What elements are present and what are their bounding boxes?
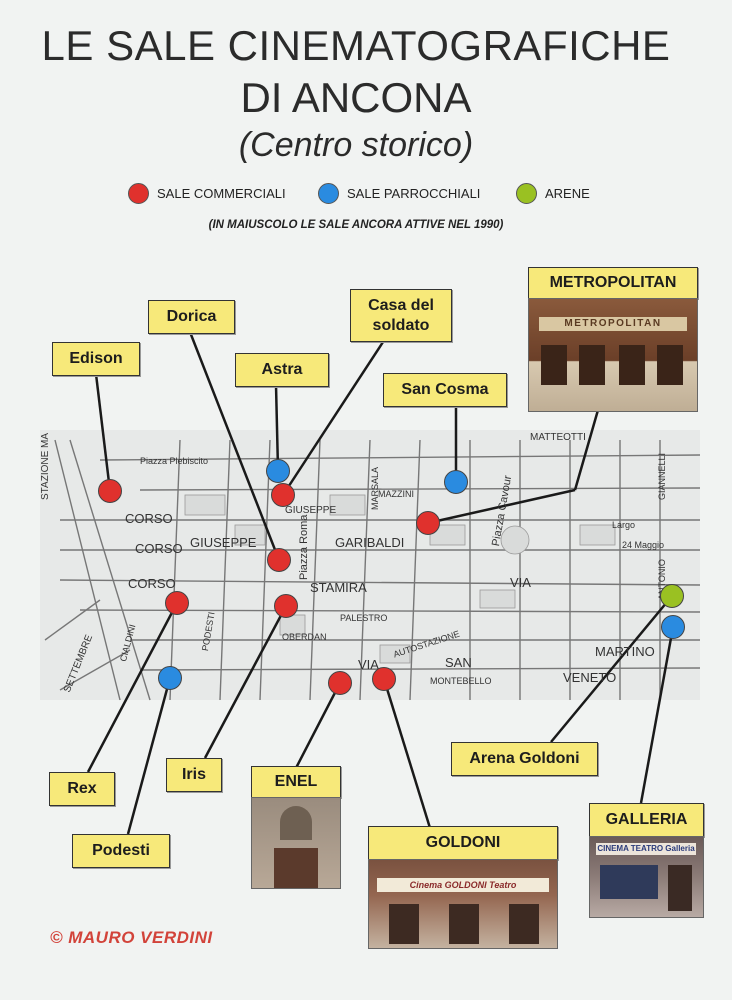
street-label: Piazza Plebiscito bbox=[140, 456, 209, 466]
marker-galleria[interactable] bbox=[661, 615, 685, 639]
street-label: MATTEOTTI bbox=[530, 432, 586, 443]
street-label: Largo bbox=[612, 520, 636, 530]
street-label: GARIBALDI bbox=[335, 535, 405, 550]
enel-photo bbox=[251, 797, 341, 889]
marker-edison[interactable] bbox=[98, 479, 122, 503]
legend-commercial: SALE COMMERCIALI bbox=[128, 183, 286, 204]
label-san-cosma[interactable]: San Cosma bbox=[383, 373, 507, 407]
goldoni-sign: Cinema GOLDONI Teatro bbox=[377, 878, 549, 892]
street-label: Piazza Roma bbox=[298, 514, 310, 580]
marker-dorica[interactable] bbox=[267, 548, 291, 572]
street-label: VIA bbox=[510, 575, 531, 590]
street-label: GIUSEPPE bbox=[285, 505, 337, 516]
legend-parish: SALE PARROCCHIALI bbox=[318, 183, 480, 204]
label-podesti[interactable]: Podesti bbox=[72, 834, 170, 868]
label-galleria[interactable]: GALLERIA bbox=[589, 803, 704, 837]
street-label: MARTINO bbox=[595, 644, 655, 659]
title-line-1: LE SALE CINEMATOGRAFICHE bbox=[41, 22, 671, 69]
marker-casa-del-soldato[interactable] bbox=[271, 483, 295, 507]
label-goldoni[interactable]: GOLDONI bbox=[368, 826, 558, 860]
street-label: MONTEBELLO bbox=[430, 676, 492, 686]
street-label: OBERDAN bbox=[282, 632, 327, 642]
legend-parish-label: SALE PARROCCHIALI bbox=[347, 186, 481, 201]
street-label: STAZIONE MA bbox=[40, 432, 51, 500]
street-label: VIA bbox=[358, 657, 379, 672]
marker-enel[interactable] bbox=[328, 671, 352, 695]
street-grid bbox=[44, 439, 701, 701]
street-label: MARSALA bbox=[370, 466, 380, 510]
street-label: MAZZINI bbox=[378, 489, 414, 499]
legend-commercial-label: SALE COMMERCIALI bbox=[157, 186, 286, 201]
street-label: SAN bbox=[445, 655, 472, 670]
label-rex[interactable]: Rex bbox=[49, 772, 115, 806]
blue-dot-icon bbox=[318, 183, 339, 204]
leader-lines bbox=[86, 331, 675, 835]
copyright-text: © MAURO VERDINI bbox=[50, 928, 213, 947]
label-enel[interactable]: ENEL bbox=[251, 766, 341, 798]
label-iris[interactable]: Iris bbox=[166, 758, 222, 792]
galleria-sign: CINEMA TEATRO Galleria bbox=[596, 843, 696, 855]
green-dot-icon bbox=[516, 183, 537, 204]
label-arena-goldoni[interactable]: Arena Goldoni bbox=[451, 742, 598, 776]
street-label: CORSO bbox=[135, 541, 183, 556]
marker-san-cosma[interactable] bbox=[444, 470, 468, 494]
goldoni-photo: Cinema GOLDONI Teatro bbox=[368, 859, 558, 949]
label-casa-del-soldato[interactable]: Casa del soldato bbox=[350, 289, 452, 342]
street-label: CORSO bbox=[125, 511, 173, 526]
marker-astra[interactable] bbox=[266, 459, 290, 483]
street-label: GIANNELLI bbox=[657, 452, 667, 500]
street-label: STAMIRA bbox=[310, 580, 367, 595]
galleria-photo: CINEMA TEATRO Galleria bbox=[589, 836, 704, 918]
label-metropolitan[interactable]: METROPOLITAN bbox=[528, 267, 698, 299]
city-blocks bbox=[184, 494, 616, 664]
marker-podesti[interactable] bbox=[158, 666, 182, 690]
marker-iris[interactable] bbox=[274, 594, 298, 618]
label-astra[interactable]: Astra bbox=[235, 353, 329, 387]
street-label: 24 Maggio bbox=[622, 540, 665, 550]
metropolitan-sign: METROPOLITAN bbox=[539, 317, 687, 331]
red-dot-icon bbox=[128, 183, 149, 204]
legend-arenas-label: ARENE bbox=[545, 186, 590, 201]
legend-arenas: ARENE bbox=[516, 183, 590, 204]
marker-rex[interactable] bbox=[165, 591, 189, 615]
street-label: VENETO bbox=[563, 670, 617, 685]
metropolitan-photo: METROPOLITAN bbox=[528, 298, 698, 412]
street-label: CORSO bbox=[128, 576, 176, 591]
marker-metropolitan[interactable] bbox=[416, 511, 440, 535]
legend-note: (IN MAIUSCOLO LE SALE ANCORA ATTIVE NEL … bbox=[208, 219, 504, 231]
label-edison[interactable]: Edison bbox=[52, 342, 140, 376]
title-subtitle: (Centro storico) bbox=[238, 126, 474, 164]
street-label: GIUSEPPE bbox=[190, 535, 257, 550]
title-line-2: DI ANCONA bbox=[240, 74, 472, 121]
street-label: PALESTRO bbox=[340, 613, 388, 623]
label-dorica[interactable]: Dorica bbox=[148, 300, 235, 334]
marker-arena-goldoni[interactable] bbox=[660, 584, 684, 608]
marker-goldoni[interactable] bbox=[372, 667, 396, 691]
